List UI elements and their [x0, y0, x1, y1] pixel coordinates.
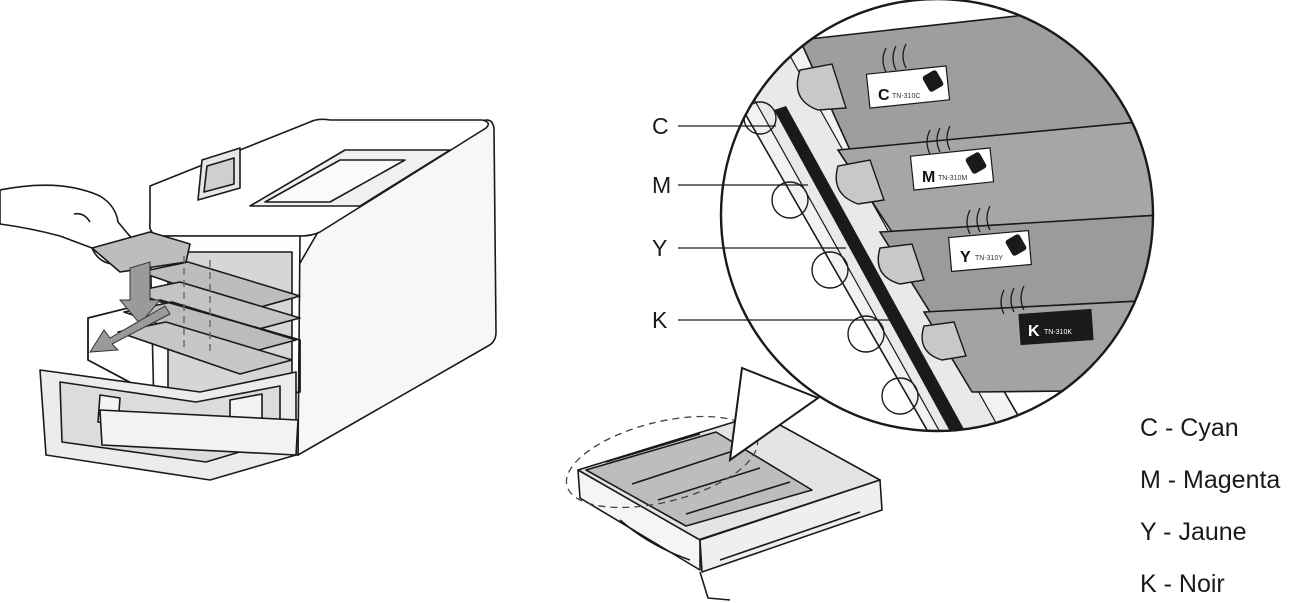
cartridge-label-group: C TN-310C M TN-310M Y TN-310Y K TN-310K [878, 87, 1072, 340]
cartridge-letter-c: C [878, 87, 890, 104]
color-legend: C - Cyan M - Magenta Y - Jaune K - Noir [1140, 414, 1280, 598]
cartridge-model-c: TN-310C [892, 93, 920, 100]
magnifier-circle [719, 0, 1155, 433]
cartridge-model-y: TN-310Y [975, 255, 1003, 262]
cartridge-model-k: TN-310K [1044, 329, 1072, 336]
insertion-arrows [89, 256, 211, 356]
callout-label-k: K [652, 307, 668, 333]
cartridge-letter-k: K [1028, 323, 1040, 340]
legend-item-m: M - Magenta [1140, 466, 1280, 494]
cartridge-letter-y: Y [960, 249, 971, 266]
legend-item-k: K - Noir [1140, 570, 1225, 598]
legend-item-y: Y - Jaune [1140, 518, 1247, 546]
callout-leaders [678, 125, 892, 321]
callout-tail [728, 366, 821, 463]
legend-item-c: C - Cyan [1140, 414, 1239, 442]
printer-illustration [39, 118, 497, 481]
magnified-view [721, 0, 1153, 431]
callout-label-y: Y [652, 235, 667, 261]
callout-label-c: C [652, 113, 669, 139]
hand-illustration [0, 184, 191, 273]
callout-label-m: M [652, 172, 671, 198]
cartridge-letter-m: M [922, 169, 935, 186]
cartridge-model-m: TN-310M [938, 175, 967, 182]
